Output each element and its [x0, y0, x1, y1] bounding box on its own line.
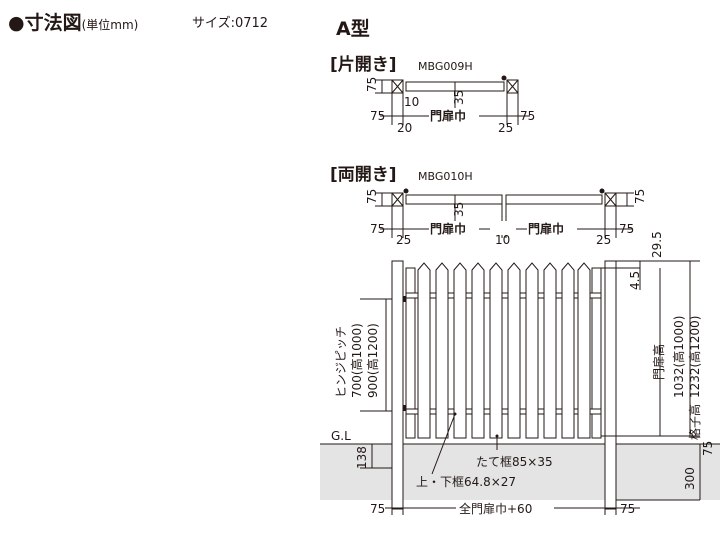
gl-label: G.L [331, 429, 351, 443]
single-dim-25: 25 [498, 121, 513, 135]
door-1032-label: 1032(高1000) [671, 316, 686, 398]
header-title: ●寸法図(単位mm) [8, 8, 138, 35]
double-dim-right-post: 75 [619, 222, 634, 236]
single-model: MBG009H [418, 60, 473, 73]
lattice-height-label: 格子高 [687, 404, 702, 440]
picket [471, 262, 485, 439]
hinge-pitch-label: ヒンジピッチ [334, 326, 348, 398]
top-rail [405, 292, 602, 299]
single-dim-10: 10 [404, 95, 419, 109]
hinge-700-label: 700(高1000) [349, 323, 364, 398]
top-bottom-frame-label: 上・下框64.8×27 [416, 475, 516, 489]
picket [577, 262, 591, 439]
double-dim-depth: 35 [452, 202, 466, 217]
double-model: MBG010H [418, 170, 473, 183]
left-stile [405, 267, 416, 439]
double-dim-25-right: 25 [596, 233, 611, 247]
bottom-rail [405, 408, 602, 415]
double-door-width-right: 門扉巾 [528, 221, 564, 236]
hinge-900-label: 900(高1200) [365, 323, 380, 398]
picket [489, 262, 503, 439]
single-dim-left-post: 75 [370, 109, 385, 123]
single-dim-20: 20 [397, 121, 412, 135]
double-hinge-right [599, 188, 605, 194]
picket [417, 262, 431, 439]
single-dim-height: 75 [365, 77, 379, 92]
double-dim-height-left: 75 [365, 189, 379, 204]
hinge-lower [403, 405, 406, 411]
picket [561, 262, 575, 439]
unit-note: (単位mm) [81, 18, 139, 32]
single-right-post [506, 79, 519, 94]
double-dim-25-left: 25 [396, 233, 411, 247]
single-left-post [391, 79, 404, 94]
double-right-leaf [505, 194, 603, 205]
double-left-leaf [405, 194, 503, 205]
dim-29-5: 29.5 [650, 231, 664, 258]
left-post [391, 260, 404, 510]
type-title: A型 [336, 18, 370, 40]
dim-4-5: 4.5 [628, 271, 642, 290]
size-label: サイズ:0712 [192, 16, 269, 31]
dim-138: 138 [355, 446, 369, 469]
double-dim-10: 10 [495, 233, 510, 247]
double-hinge-left [403, 188, 409, 194]
double-dim-height-right: 75 [633, 189, 647, 204]
single-swing-plan: [片開き] MBG009H [330, 54, 530, 125]
door-height-label: 門扉高 [651, 344, 666, 380]
door-1232-label: 1232(高1200) [687, 316, 702, 398]
single-dim-right-post: 75 [520, 109, 535, 123]
right-stile [591, 267, 602, 439]
double-door-width-left: 門扉巾 [430, 221, 466, 236]
dim-75-right: 75 [701, 441, 715, 456]
double-swing-plan: [両開き] MBG010H [330, 165, 634, 238]
double-right-post [604, 192, 617, 207]
picket [435, 262, 449, 439]
double-dim-left-post: 75 [370, 222, 385, 236]
lattice-pickets [417, 262, 591, 439]
picket [525, 262, 539, 439]
elevation-view: ヒンジピッチ 700(高1000) 900(高1200) G.L 138 29.… [320, 231, 720, 516]
single-dim-depth: 35 [452, 90, 466, 105]
bottom-dim-left-75: 75 [370, 502, 385, 516]
bottom-dim-right-75: 75 [620, 502, 635, 516]
dim-300: 300 [683, 467, 697, 490]
single-hinge [501, 75, 507, 81]
total-width-label: 全門扉巾+60 [459, 501, 532, 516]
title-text: ●寸法図 [8, 12, 82, 34]
vertical-frame-label: たて框85×35 [476, 455, 553, 469]
hinge-upper [403, 296, 406, 302]
single-door-width: 門扉巾 [430, 108, 466, 123]
double-heading: [両開き] [330, 165, 397, 185]
picket [453, 262, 467, 439]
picket [543, 262, 557, 439]
ground-area [320, 444, 720, 500]
single-heading: [片開き] [330, 54, 397, 75]
double-left-post [391, 192, 404, 207]
picket [507, 262, 521, 439]
right-post [604, 260, 617, 510]
